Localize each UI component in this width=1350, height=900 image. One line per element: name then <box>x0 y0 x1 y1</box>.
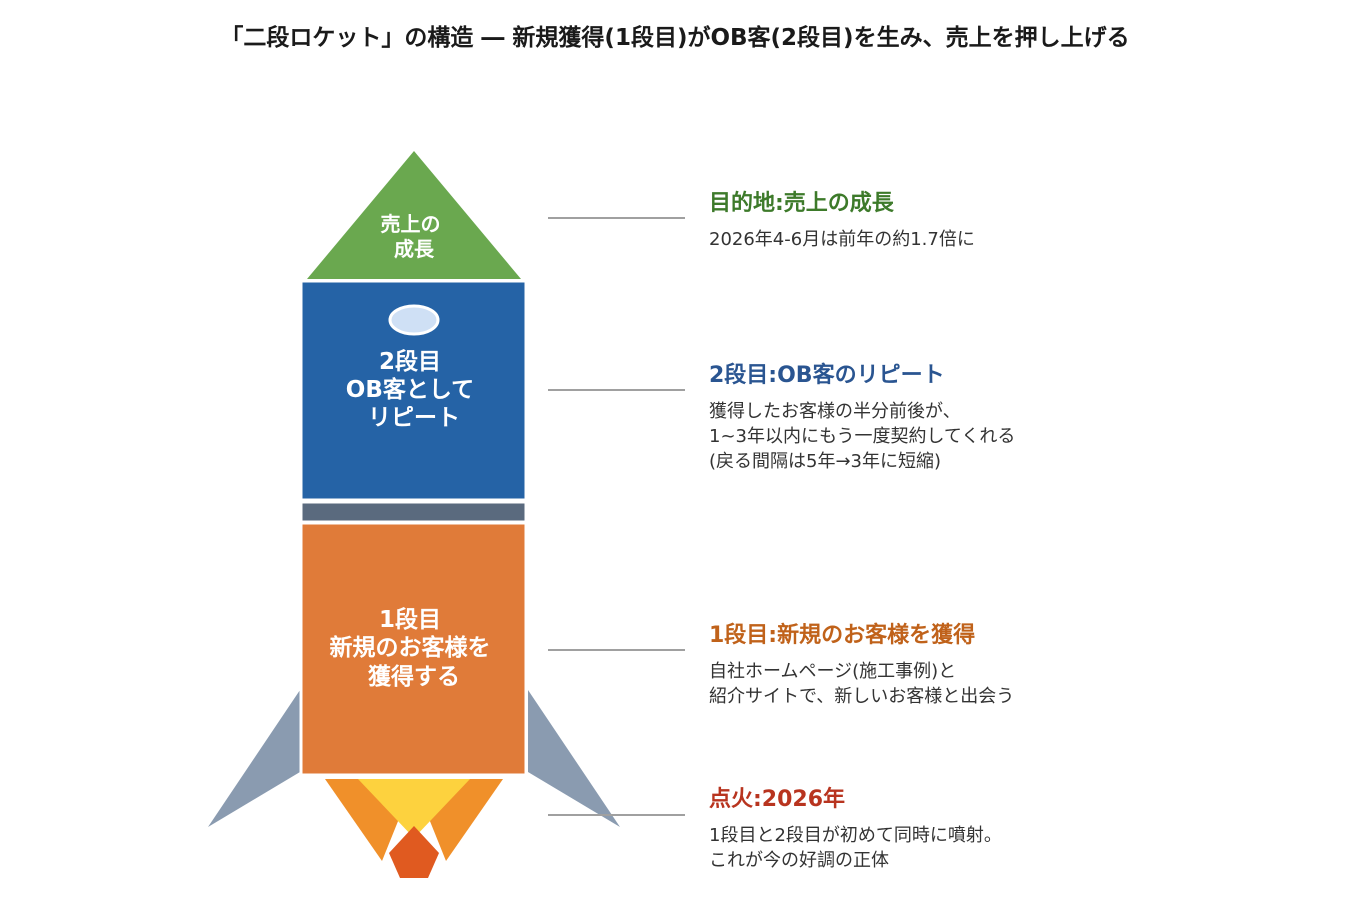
stage2-label-line: リピート <box>368 405 460 431</box>
nose-label-line: 売上の <box>381 212 441 236</box>
rocket-fin-right <box>528 690 620 827</box>
stage1-label: 1段目 新規のお客様を 獲得する <box>329 606 498 690</box>
annotation-stage1: 1段目:新規のお客様を獲得 自社ホームページ(施工事例)と 紹介サイトで、新しい… <box>709 617 1014 709</box>
rocket-stage-1 <box>299 521 528 777</box>
annotation-line: 獲得したお客様の半分前後が、 <box>709 401 961 422</box>
annotation-destination: 目的地:売上の成長 2026年4-6月は前年の約1.7倍に <box>709 185 975 252</box>
annotation-line: 自社ホームページ(施工事例)と <box>709 661 957 682</box>
stage2-label-line: 2段目 <box>379 348 441 375</box>
annotation-title: 点火:2026年 <box>709 787 846 812</box>
annotation-line: 1段目と2段目が初めて同時に噴射。 <box>709 825 1002 846</box>
flame-inner <box>358 779 470 838</box>
rocket-fin-left <box>208 690 300 827</box>
annotation-line: 1~3年以内にもう一度契約してくれる <box>709 426 1016 447</box>
annotation-stage2: 2段目:OB客のリピート 獲得したお客様の半分前後が、 1~3年以内にもう一度契… <box>709 357 1015 474</box>
annotation-line: これが今の好調の正体 <box>709 850 889 871</box>
annotation-title: 目的地:売上の成長 <box>709 191 894 216</box>
stage2-label: 2段目 OB客として リピート <box>346 348 482 431</box>
flame-core <box>389 826 439 878</box>
annotation-line: (戻る間隔は5年→3年に短縮) <box>709 451 942 472</box>
annotation-body: 1段目と2段目が初めて同時に噴射。 これが今の好調の正体 <box>709 823 1002 873</box>
nose-label-line: 成長 <box>394 237 435 261</box>
stage1-label-line: 新規のお客様を <box>329 634 490 661</box>
annotation-body: 2026年4-6月は前年の約1.7倍に <box>709 227 975 252</box>
annotation-body: 獲得したお客様の半分前後が、 1~3年以内にもう一度契約してくれる (戻る間隔は… <box>709 399 1015 474</box>
annotation-line: 紹介サイトで、新しいお客様と出会う <box>709 686 1015 707</box>
annotation-title: 1段目:新規のお客様を獲得 <box>709 623 976 648</box>
stage-separator <box>299 500 528 524</box>
stage1-label-line: 獲得する <box>368 663 460 690</box>
annotation-line: 2026年4-6月は前年の約1.7倍に <box>709 229 975 250</box>
nose-label: 売上の 成長 <box>381 212 448 261</box>
annotation-body: 自社ホームページ(施工事例)と 紹介サイトで、新しいお客様と出会う <box>709 659 1014 709</box>
stage1-label-line: 1段目 <box>379 606 441 633</box>
annotation-ignition: 点火:2026年 1段目と2段目が初めて同時に噴射。 これが今の好調の正体 <box>709 781 1002 873</box>
stage2-label-line: OB客として <box>346 376 474 403</box>
rocket-window <box>388 304 440 336</box>
rocket-nose-cone <box>307 151 521 279</box>
annotation-title: 2段目:OB客のリピート <box>709 363 945 388</box>
page-title: 「二段ロケット」の構造 ― 新規獲得(1段目)がOB客(2段目)を生み、売上を押… <box>220 25 1130 51</box>
